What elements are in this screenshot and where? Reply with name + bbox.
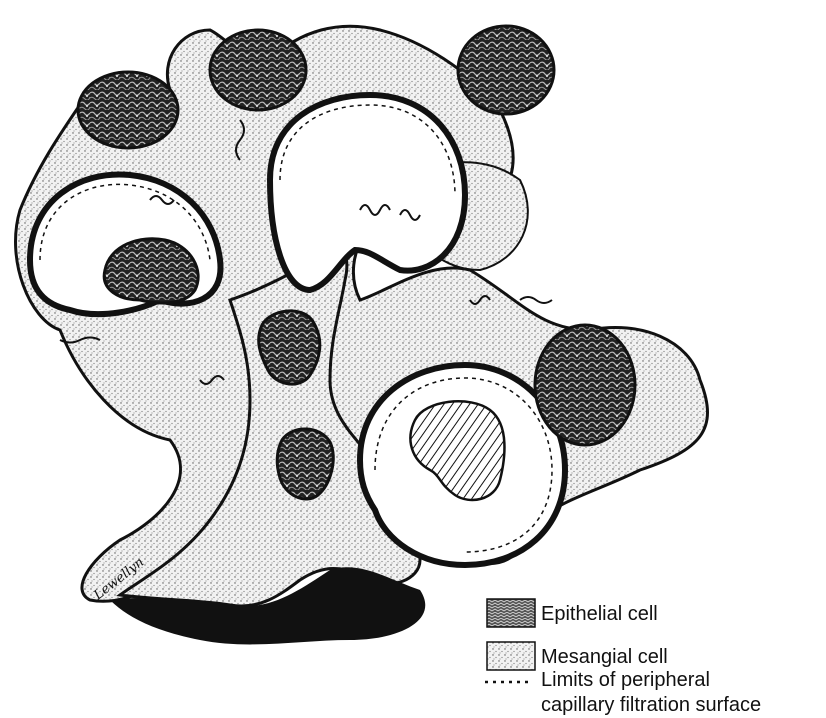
legend-epithelial-swatch (487, 599, 535, 627)
legend-epithelial-label: Epithelial cell (541, 603, 658, 625)
legend-limits-label-line2: capillary filtration surface (541, 694, 761, 716)
legend-mesangial-swatch (487, 642, 535, 670)
legend-mesangial-label: Mesangial cell (541, 646, 668, 668)
legend-limits-label-line1: Limits of peripheral (541, 669, 710, 691)
legend: Epithelial cell Mesangial cell Limits of… (485, 599, 761, 716)
